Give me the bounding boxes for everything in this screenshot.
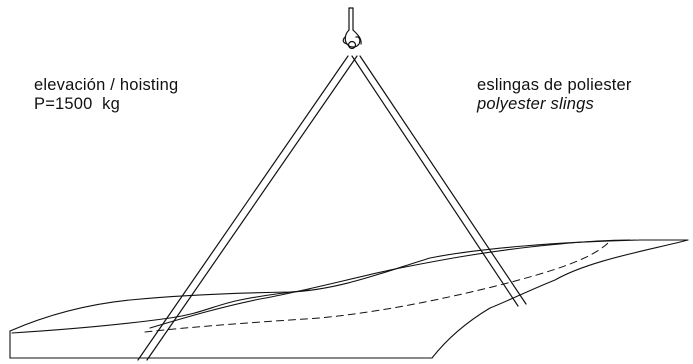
hoisting-title: elevación / hoisting bbox=[34, 76, 179, 94]
right-sling bbox=[351, 55, 527, 307]
slings-spanish: eslingas de poliester bbox=[477, 76, 632, 94]
dashed-center-line bbox=[144, 242, 609, 333]
slings-label: eslingas de poliester polyester slings bbox=[477, 76, 632, 114]
crane-hook-icon bbox=[342, 7, 362, 50]
load-weight: P=1500 kg bbox=[34, 95, 120, 113]
left-sling bbox=[137, 55, 358, 361]
hoisting-label: elevación / hoisting P=1500 kg bbox=[34, 76, 178, 114]
load-outline bbox=[9, 239, 689, 359]
slings-english: polyester slings bbox=[477, 95, 594, 113]
